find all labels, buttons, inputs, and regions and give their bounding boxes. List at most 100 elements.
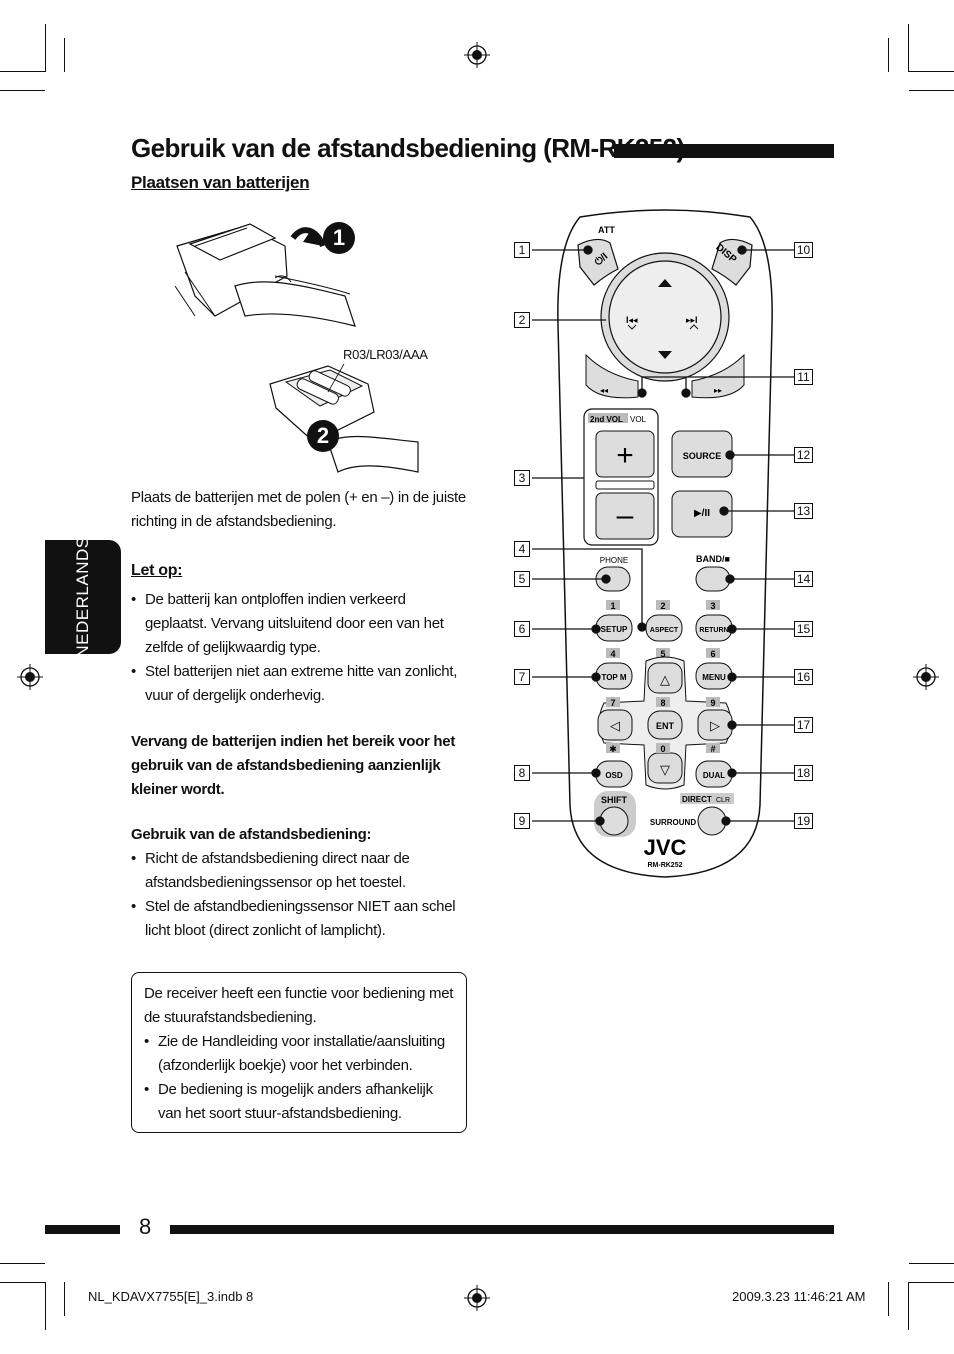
crop-mark <box>909 90 954 91</box>
callout-number: 18 <box>794 765 813 781</box>
caution-list: De batterij kan ontploffen indien verkee… <box>131 588 467 708</box>
battery-cover-illustration <box>175 223 356 327</box>
title-rule <box>614 144 834 158</box>
svg-text:▽: ▽ <box>660 762 670 777</box>
crop-mark <box>0 71 45 72</box>
vol-label: VOL <box>630 415 647 424</box>
return-label: RETURN <box>699 627 728 634</box>
digit-label: 5 <box>660 649 665 659</box>
digit-label: 1 <box>610 601 615 611</box>
usage-heading: Gebruik van de afstandsbediening: <box>131 826 372 843</box>
battery-type-label: R03/LR03/AAA <box>343 347 428 362</box>
callout-number: 13 <box>794 503 813 519</box>
ent-label: ENT <box>656 721 675 731</box>
remote-control-illustration: ATT ⏻/I DISP I◂◂ ▸▸I ◂◂ ▸▸ 2nd VOL VOL +… <box>532 209 794 878</box>
list-item: Zie de Handleiding voor installatie/aans… <box>144 1030 454 1078</box>
step-two-label: 2 <box>316 423 330 448</box>
vol-plus-label: + <box>616 439 634 472</box>
digit-label: 6 <box>710 649 715 659</box>
list-item: De batterij kan ontploffen indien verkee… <box>131 588 467 660</box>
page-number: 8 <box>139 1214 152 1239</box>
digit-label: 2 <box>660 601 665 611</box>
digit-label: 0 <box>660 744 665 754</box>
vol-2nd-label: 2nd VOL <box>590 415 623 424</box>
crop-mark <box>888 38 889 72</box>
dual-label: DUAL <box>703 771 725 780</box>
crop-mark <box>64 1282 65 1316</box>
callout-number: 12 <box>794 447 813 463</box>
language-tab: NEDERLANDS <box>45 536 121 658</box>
list-item: Richt de afstandsbediening direct naar d… <box>131 847 467 895</box>
source-label: SOURCE <box>683 451 722 461</box>
model-label: RM-RK252 <box>647 862 682 869</box>
crop-mark <box>888 1282 889 1316</box>
aspect-label: ASPECT <box>650 627 679 634</box>
list-item: De bediening is mogelijk anders afhankel… <box>144 1078 454 1126</box>
usage-list: Richt de afstandsbediening direct naar d… <box>131 847 467 943</box>
svg-text:I◂◂: I◂◂ <box>626 315 638 325</box>
crop-mark <box>908 24 909 72</box>
shift-label: SHIFT <box>601 795 628 805</box>
note-box: De receiver heeft een functie voor bedie… <box>131 972 467 1133</box>
callout-number: 5 <box>514 571 530 587</box>
menu-label: MENU <box>702 673 726 682</box>
phone-label: PHONE <box>600 556 628 565</box>
direct-label: DIRECT <box>682 795 712 804</box>
svg-text:▸▸: ▸▸ <box>714 386 722 395</box>
note-list: Zie de Handleiding voor installatie/aans… <box>144 1030 454 1126</box>
vol-minus-label: – <box>617 499 634 532</box>
osd-label: OSD <box>605 771 623 780</box>
digit-label: 9 <box>710 698 715 708</box>
step-one-label: 1 <box>332 225 346 250</box>
registration-target-icon <box>464 42 490 68</box>
play-pause-label: ▶/II <box>694 508 710 519</box>
section-heading: Plaatsen van batterijen <box>131 173 310 192</box>
svg-text:▷: ▷ <box>710 718 720 733</box>
crop-mark <box>909 71 954 72</box>
callout-number: 9 <box>514 813 530 829</box>
topm-label: TOP M <box>601 673 626 682</box>
svg-text:◁: ◁ <box>610 718 620 733</box>
crop-mark <box>909 1263 954 1264</box>
svg-text:△: △ <box>660 672 670 687</box>
crop-mark <box>45 1282 46 1330</box>
digit-label: 4 <box>610 649 615 659</box>
footer-timestamp: 2009.3.23 11:46:21 AM <box>732 1289 866 1304</box>
crop-mark <box>45 24 46 72</box>
surround-label: SURROUND <box>650 818 696 827</box>
callout-number: 11 <box>794 369 813 385</box>
callout-number: 7 <box>514 669 530 685</box>
callout-number: 1 <box>514 242 530 258</box>
registration-target-icon <box>913 664 939 690</box>
callout-number: 10 <box>794 242 813 258</box>
step-two-badge <box>307 420 339 452</box>
language-tab-label: NEDERLANDS <box>73 536 92 658</box>
digit-label: 8 <box>660 698 665 708</box>
caution-heading: Let op: <box>131 562 183 579</box>
list-item: Stel batterijen niet aan extreme hitte v… <box>131 660 467 708</box>
replace-note: Vervang de batterijen indien het bereik … <box>131 733 456 798</box>
registration-target-icon <box>17 664 43 690</box>
band-label: BAND/■ <box>696 554 730 564</box>
footer-rule <box>45 1225 120 1234</box>
note-intro: De receiver heeft een functie voor bedie… <box>144 985 454 1026</box>
footer-filename: NL_KDAVX7755[E]_3.indb 8 <box>88 1289 254 1304</box>
registration-target-icon <box>464 1285 490 1311</box>
jvc-logo: JVC <box>644 835 687 860</box>
callout-number: 6 <box>514 621 530 637</box>
callout-number: 4 <box>514 541 530 557</box>
crop-mark <box>0 1282 45 1283</box>
crop-mark <box>909 1282 954 1283</box>
clr-label: CLR <box>716 797 730 804</box>
callout-number: 14 <box>794 571 813 587</box>
callout-number: 8 <box>514 765 530 781</box>
att-label: ATT <box>598 225 615 235</box>
crop-mark <box>908 1282 909 1330</box>
hash-label: # <box>710 744 715 754</box>
crop-mark <box>64 38 65 72</box>
svg-text:▸▸I: ▸▸I <box>686 315 698 325</box>
battery-insert-illustration <box>269 363 419 473</box>
step-one-badge <box>323 222 355 254</box>
callout-number: 17 <box>794 717 813 733</box>
digit-label: 3 <box>710 601 715 611</box>
